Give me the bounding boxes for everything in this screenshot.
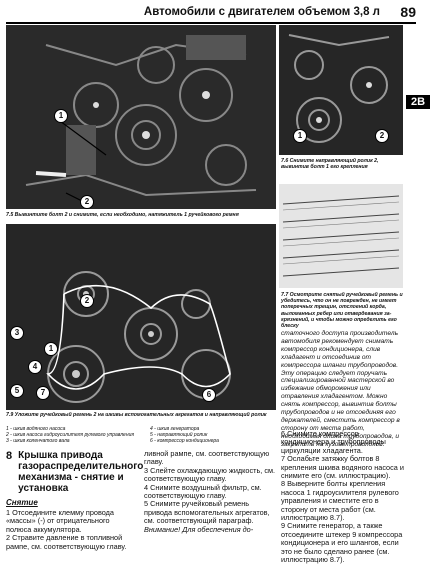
step-paragraph: ливной рампе, см. соответствующую главу. xyxy=(144,449,270,467)
right-italic-paragraph: статочного доступа производитель автомоб… xyxy=(281,330,400,448)
step-paragraph: 2 Стравите давление в топливной рампе, с… xyxy=(6,533,127,551)
photo-7-5: 1 2 xyxy=(6,25,276,209)
callout-1: 1 xyxy=(54,109,68,123)
callout-2: 2 xyxy=(375,129,389,143)
legend-left: 1 - шкив водяного насоса 2 - шкив насоса… xyxy=(6,426,138,444)
header-title: Автомобили с двигателем объемом 3,8 л xyxy=(143,6,380,18)
page-number: 89 xyxy=(400,4,416,20)
legend-item: 4 - шкив генератора xyxy=(150,426,200,432)
step-paragraph: 6 Снимите компрессор кондиционера и труб… xyxy=(281,429,386,455)
step-paragraph: 7 Ослабьте затяжку болтов 8 крепления шк… xyxy=(281,454,404,481)
photo-7-7 xyxy=(279,184,403,288)
photo-7-9: 1 2 3 4 5 6 7 xyxy=(6,224,276,410)
section-title: Крышка привода газораспределительного ме… xyxy=(18,450,144,494)
callout-7: 7 xyxy=(36,386,50,400)
callout-4: 4 xyxy=(28,360,42,374)
legend-item: 5 - направляющий ролик xyxy=(150,432,208,438)
middle-column: ливной рампе, см. соответствующую главу.… xyxy=(144,449,276,534)
legend-item: 1 - шкив водяного насоса xyxy=(6,426,66,432)
callout-5: 5 xyxy=(10,384,24,398)
belt-photo-7-7 xyxy=(279,184,403,288)
step-paragraph: 8 Выверните болты крепления насоса 1 гид… xyxy=(281,479,399,523)
page-header: Автомобили с двигателем объемом 3,8 л 89 xyxy=(6,4,416,24)
engine-photo-7-5 xyxy=(6,25,276,209)
callout-2: 2 xyxy=(80,294,94,308)
caption-7-7: 7.7 Осмотрите снятый ручейковый ремень и… xyxy=(281,292,403,330)
callout-1: 1 xyxy=(293,129,307,143)
step-paragraph: 5 Снимите ручейковый ремень привода вспо… xyxy=(144,499,270,526)
removal-heading: Снятие xyxy=(6,498,38,507)
legend-right: 4 - шкив генератора 5 - направляющий рол… xyxy=(150,426,276,444)
caption-7-6: 7.6 Снимите направляющий ролик 2, вывинт… xyxy=(281,158,379,171)
legend-item: 6 - компрессор кондиционера xyxy=(150,438,219,444)
caption-7-5: 7.5 Вывинтите болт 2 и снимите, если нео… xyxy=(6,212,239,218)
warning-paragraph: Внимание! Для обеспечения до- xyxy=(144,524,254,534)
engine-photo-7-9 xyxy=(6,224,276,410)
step-paragraph: 1 Отсоедините клемму провода «массы» (-)… xyxy=(6,508,114,534)
legend-item: 3 - шкив коленчатого вала xyxy=(6,438,70,444)
step-paragraph: 9 Снимите генератор, а также отсоедините… xyxy=(281,521,403,565)
caption-7-9: 7.9 Уложите ручейковый ремень 2 на шкивы… xyxy=(6,412,267,418)
callout-6: 6 xyxy=(202,388,216,402)
legend-item: 2 - шкив насоса гидроусилителя рулевого … xyxy=(6,432,135,438)
photo-7-6: 1 2 xyxy=(279,25,403,155)
right-column-steps: 6 Снимите компрессор кондиционера и труб… xyxy=(281,429,405,565)
chapter-tab: 2B xyxy=(406,95,430,109)
callout-2: 2 xyxy=(80,195,94,209)
section-steps: 1 Отсоедините клемму провода «массы» (-)… xyxy=(6,508,136,551)
callout-1: 1 xyxy=(44,342,58,356)
callout-3: 3 xyxy=(10,326,24,340)
section-number: 8 xyxy=(6,450,13,462)
step-paragraph: 4 Снимите воздушный фильтр, см. соответс… xyxy=(144,482,262,501)
section-8: 8 Крышка привода газораспределительного … xyxy=(6,450,143,551)
step-paragraph: 3 Слейте охлаждающую жидкость, см. соотв… xyxy=(144,465,276,484)
